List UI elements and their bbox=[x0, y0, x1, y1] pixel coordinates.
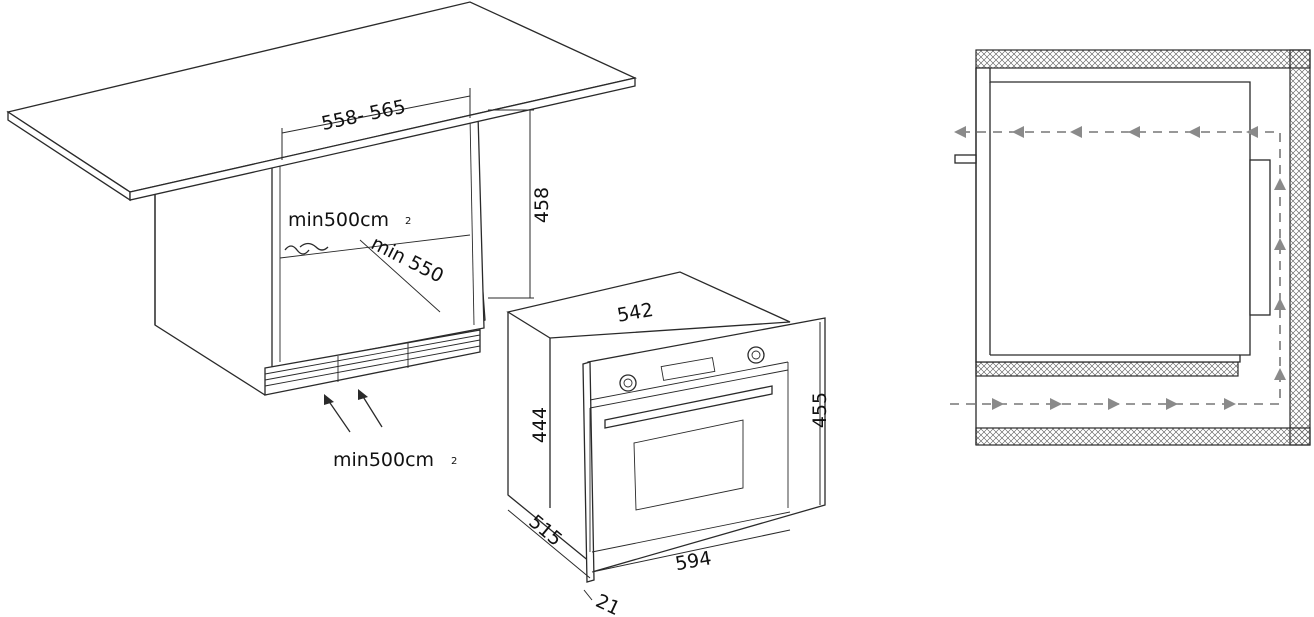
cabinet-height-label: 458 bbox=[531, 187, 553, 223]
oven-window bbox=[633, 419, 744, 511]
oven-handle bbox=[604, 385, 773, 429]
oven-body-height-label: 444 bbox=[529, 407, 551, 443]
width-dim bbox=[591, 529, 791, 573]
vent-bottom-label: min500cm bbox=[333, 449, 434, 471]
airflow-section bbox=[950, 49, 1311, 446]
cabinet-bottom-wall bbox=[975, 427, 1311, 446]
oven-side-depth-label: 515 bbox=[524, 511, 566, 551]
oven-front-thickness-label: 21 bbox=[592, 590, 623, 617]
oven-top-face bbox=[506, 271, 791, 339]
vent-bottom-arrows bbox=[324, 389, 383, 433]
oven-back-duct bbox=[1249, 159, 1271, 316]
vent-top-label: min500cm bbox=[288, 209, 389, 231]
cabinet-back-wall bbox=[1289, 49, 1311, 446]
oven-front-panel bbox=[587, 317, 826, 573]
oven-display bbox=[660, 357, 716, 381]
cabinet-drawing: 558- 565 458 min500cm 2 min 550 min500cm… bbox=[6, 1, 638, 471]
oven-drawing: 542 444 455 594 515 21 bbox=[506, 271, 831, 617]
vent-top-sup: 2 bbox=[405, 216, 411, 227]
cabinet-top-wall bbox=[975, 49, 1311, 69]
oven-width-label: 594 bbox=[674, 547, 714, 575]
oven-knob-left bbox=[619, 374, 637, 392]
plinth-vent bbox=[264, 329, 481, 396]
side-depth-dim bbox=[507, 509, 591, 579]
cabinet-shelf bbox=[975, 361, 1239, 377]
oven-knob-right bbox=[747, 346, 765, 364]
vent-top-arrow bbox=[284, 245, 310, 255]
oven-front-handle bbox=[954, 154, 977, 164]
width-dimension-line bbox=[281, 95, 471, 134]
oven-section-body bbox=[975, 67, 1251, 363]
vent-bottom-sup: 2 bbox=[451, 456, 457, 467]
oven-front-height-label: 455 bbox=[809, 392, 831, 428]
